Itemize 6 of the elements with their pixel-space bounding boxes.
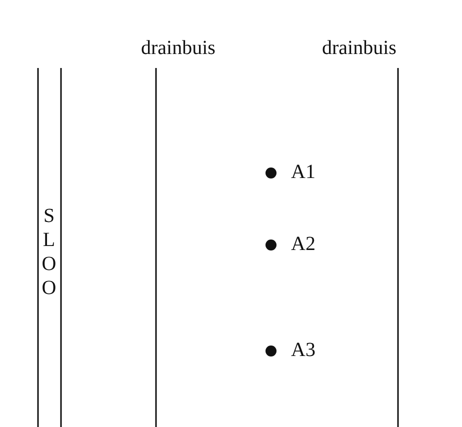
ditch-label: SLOO [40,204,58,300]
point-label: A3 [291,338,316,362]
point-label: A2 [291,232,316,256]
drain-label: drainbuis [322,36,396,60]
drain-label: drainbuis [141,36,216,60]
point-label: A1 [291,160,316,184]
